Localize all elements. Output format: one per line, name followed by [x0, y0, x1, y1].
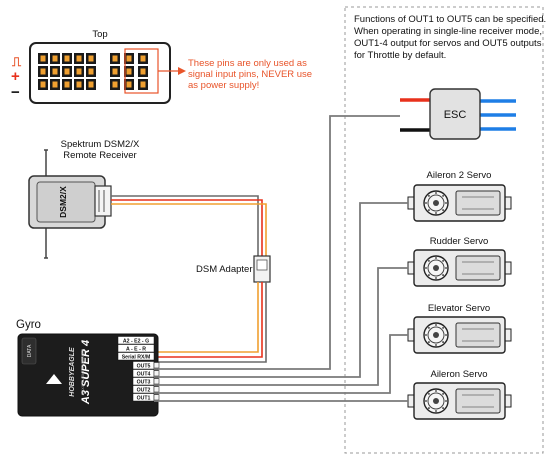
note-line-2: When operating in single-line receiver m…: [354, 26, 542, 37]
note-dashed-frame: [344, 6, 544, 454]
servo-body: [407, 382, 512, 420]
gyro-port: OUT5: [132, 361, 160, 369]
pin-column: [50, 53, 60, 90]
pin-column: [110, 53, 120, 90]
gyro-port-label: A2 - E2 - G: [123, 338, 149, 344]
gyro-port: OUT2: [132, 385, 160, 393]
plus-icon: +: [11, 68, 20, 85]
pin-column: [124, 53, 134, 90]
pin-column: [138, 53, 148, 90]
gyro-port: OUT4: [132, 369, 160, 377]
pin-column: [86, 53, 96, 90]
gyro-model-text: A3 SUPER 4: [80, 340, 92, 405]
gyro-port: A - E - R: [117, 344, 155, 352]
out4-to-aileron2-wire: [154, 202, 408, 378]
servo-body: [407, 184, 512, 222]
gyro-direction-arrow-icon: [46, 374, 62, 384]
servo-label: Rudder Servo: [430, 236, 489, 247]
warning-line-2: signal input pins, NEVER use: [188, 69, 312, 80]
gyro-sub-text: 3-AXIS FLIGHT STABILIZER: [81, 348, 85, 395]
gyro-port-label: OUT5: [137, 363, 151, 369]
servo-label: Aileron 2 Servo: [427, 170, 492, 181]
gyro-port: OUT3: [132, 377, 160, 385]
port-connector: [153, 370, 160, 377]
note-line-4: for Throttle by default.: [354, 50, 446, 61]
minus-icon: −: [11, 84, 20, 101]
pin-column: [62, 53, 72, 90]
pin-header: [38, 53, 148, 90]
receiver-cable: [111, 195, 267, 256]
gyro-label: Gyro: [16, 319, 41, 331]
serial-cable: [154, 282, 267, 363]
port-connector: [153, 394, 160, 401]
servo-label: Elevator Servo: [428, 303, 490, 314]
servo-aileron-2: Aileron 2 Servo: [407, 170, 512, 222]
warning-line-1: These pins are only used as: [188, 58, 307, 69]
gyro-port-label: Serial RX/M: [122, 354, 151, 360]
gyro-port-label: A - E - R: [126, 346, 146, 352]
gyro-side-text: DATA: [27, 344, 33, 357]
out3-to-rudder-wire: [154, 267, 408, 386]
esc-label: ESC: [444, 109, 467, 121]
gyro-port: A2 - E2 - G: [117, 336, 155, 344]
gyro-port-label: OUT1: [137, 395, 151, 401]
out5-to-esc-wire: [154, 115, 400, 370]
receiver-antenna-icon: [44, 149, 48, 259]
gyro-port-list: A2 - E2 - G A - E - R Serial RX/M OUT5OUT4O…: [117, 336, 160, 401]
receiver-body-text: DSM2/X: [58, 186, 68, 218]
servo-body: [407, 316, 512, 354]
pin-column: [38, 53, 48, 90]
dsm-adapter: [253, 255, 271, 283]
gyro-port-label: OUT4: [137, 371, 151, 377]
receiver-label-line-1: Spektrum DSM2/X: [61, 139, 140, 150]
warning-arrow-head: [178, 67, 186, 75]
gyro-port: OUT1: [132, 393, 160, 401]
port-connector: [153, 378, 160, 385]
gyro-port-label: OUT2: [137, 387, 151, 393]
servo-body: [407, 249, 512, 287]
note-line-3: OUT1-4 output for servos and OUT5 output…: [354, 38, 542, 49]
servo-label: Aileron Servo: [430, 369, 487, 380]
gyro-port-label: OUT3: [137, 379, 151, 385]
servo-elevator: Elevator Servo: [407, 303, 512, 354]
adapter-label: DSM Adapter: [196, 264, 253, 275]
servo-aileron: Aileron Servo: [407, 369, 512, 420]
receiver-body: DSM2/X: [28, 175, 112, 229]
output-cables: [154, 115, 408, 402]
warning-line-3: as power supply!: [188, 80, 259, 91]
esc-unit: ESC: [400, 88, 516, 140]
note-line-1: Functions of OUT1 to OUT5 can be specifi…: [354, 14, 546, 25]
port-connector: [153, 386, 160, 393]
servo-rudder: Rudder Servo: [407, 236, 512, 287]
gyro-brand-text: HOBBYEAGLE: [69, 347, 76, 397]
gyro-port: Serial RX/M: [117, 352, 155, 360]
port-connector: [153, 362, 160, 369]
receiver-label-line-2: Remote Receiver: [63, 150, 136, 161]
pin-column: [74, 53, 84, 90]
top-title: Top: [92, 29, 107, 40]
out2-to-elevator-wire: [154, 334, 408, 394]
signal-pin-icon: ⎍: [12, 54, 22, 69]
